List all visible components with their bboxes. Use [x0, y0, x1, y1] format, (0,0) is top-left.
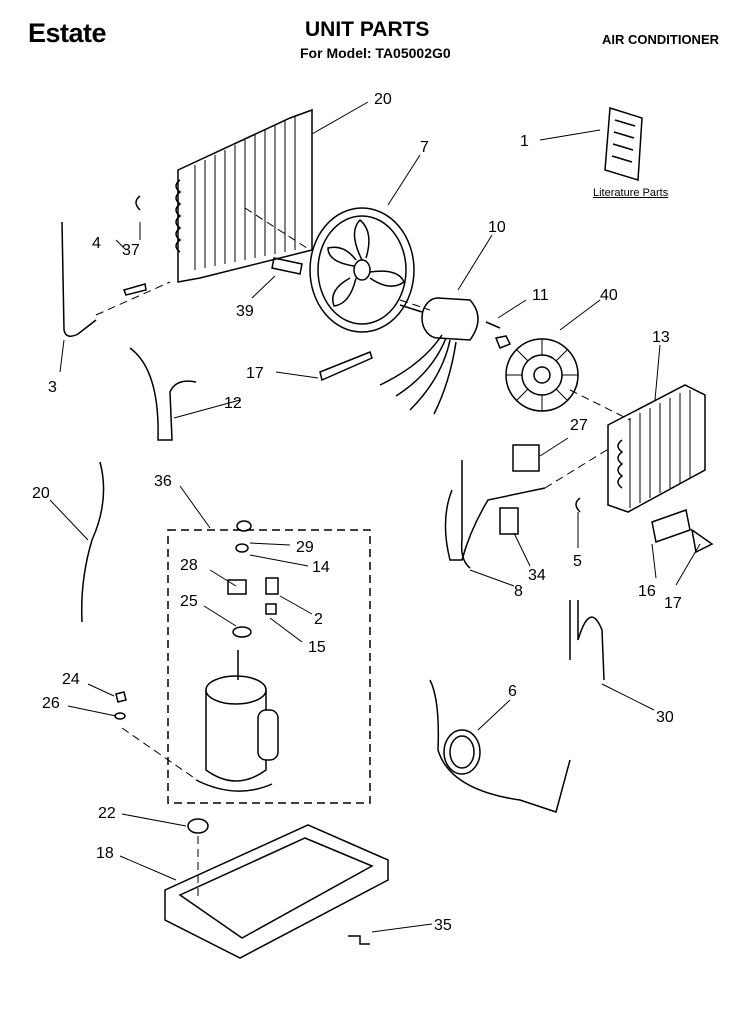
literature-booklet: [604, 107, 643, 181]
part-label-25: 25: [180, 593, 198, 610]
clip-35: [348, 935, 370, 945]
part-label-27: 27: [570, 417, 588, 434]
bracket-37: [271, 257, 303, 275]
grommet: [187, 818, 209, 834]
part-27: [512, 444, 540, 472]
part-4: [122, 283, 147, 296]
clip-36: [135, 195, 141, 211]
part-label-29: 29: [296, 539, 314, 556]
part-label-8: 8: [514, 583, 523, 600]
tube-part-8: [444, 460, 546, 569]
part-label-37: 39: [236, 303, 254, 320]
part-label-6: 6: [508, 683, 517, 700]
compressor: [195, 650, 279, 792]
part-label-4: 4: [92, 235, 101, 252]
part-label-24: 24: [62, 671, 80, 688]
page-title: UNIT PARTS: [305, 18, 430, 41]
part-label-21: 20: [374, 91, 392, 108]
part-16: [651, 509, 691, 543]
part-label-12: 12: [224, 395, 242, 412]
fan-motor: [379, 297, 501, 415]
clip-3: [575, 497, 581, 513]
tube-part-5: [61, 221, 97, 337]
terminal-cover: [227, 520, 279, 638]
part-label-11: 11: [532, 287, 549, 304]
part-label-2: 2: [314, 611, 323, 628]
part-label-5: 3: [48, 379, 57, 396]
part-label-19: 17: [246, 365, 264, 382]
blower-wheel: [505, 338, 579, 412]
washer-26: [114, 712, 126, 720]
part-label-20: 20: [32, 485, 50, 502]
part-label-3: 5: [573, 553, 582, 570]
part-label-18: 18: [96, 845, 114, 862]
part-label-7: 7: [420, 139, 429, 156]
wire-harness: [80, 461, 105, 623]
part-label-10: 10: [488, 219, 506, 236]
part-label-14: 14: [312, 559, 330, 576]
condenser-fan-blade: [309, 207, 415, 333]
nut-24: [115, 691, 127, 703]
model-number: For Model: TA05002G0: [300, 45, 451, 61]
part-label-15: 15: [308, 639, 326, 656]
product-type: AIR CONDITIONER: [602, 32, 719, 47]
part-label-39: 36: [154, 473, 172, 490]
part-label-35: 35: [434, 917, 452, 934]
part-label-17: 17: [664, 595, 682, 612]
part-label-40: 40: [600, 287, 618, 304]
compressor-box: [167, 529, 371, 804]
evaporator-coil: [607, 384, 706, 513]
clip-19: [319, 351, 373, 382]
motor-nut: [494, 335, 512, 349]
tube-part-12: [129, 347, 197, 441]
tube-part-30: [569, 600, 605, 681]
part-label-28: 28: [180, 557, 198, 574]
part-17: [690, 528, 714, 554]
literature-parts-label: Literature Parts: [593, 187, 669, 199]
part-label-36: 37: [122, 242, 140, 259]
brand-logo: Estate: [28, 18, 107, 48]
capillary-coil: [429, 679, 571, 813]
part-label-22: 22: [98, 805, 116, 822]
base-pan: [164, 824, 389, 959]
condenser-coil: [175, 108, 313, 283]
part-label-26: 26: [42, 695, 60, 712]
part-label-30: 30: [656, 709, 674, 726]
part-label-16: 16: [638, 583, 656, 600]
part-label-13: 13: [652, 329, 670, 346]
part-label-34: 34: [528, 567, 546, 584]
part-34: [499, 507, 519, 535]
part-label-1: 1: [520, 133, 529, 150]
